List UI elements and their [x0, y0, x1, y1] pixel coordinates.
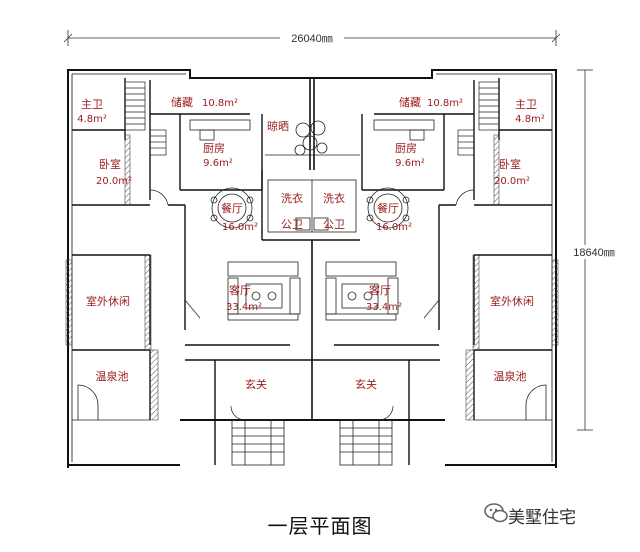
master-bath-right-area: 4.8m²: [515, 114, 545, 125]
foyer-left-label: 玄关: [245, 377, 267, 391]
kitchen-right-label: 厨房: [395, 142, 417, 155]
dining-table-right: [366, 187, 410, 229]
entrance-steps-left: [231, 419, 285, 466]
plan-caption: 一层平面图: [267, 514, 373, 538]
living-left-label: 客厅: [229, 283, 251, 297]
kitchen-right-area: 9.6m²: [395, 158, 425, 169]
dining-right-label: 餐厅: [377, 201, 399, 215]
outdoor-lounge-left-label: 室外休闲: [86, 294, 130, 308]
drying-area-plants: [265, 120, 360, 156]
bedroom-left-label: 卧室: [99, 157, 121, 171]
height-dimension: 18640㎜: [573, 247, 615, 259]
master-bath-left-area: 4.8m²: [77, 114, 107, 125]
storage-left-label: 储藏: [171, 95, 193, 109]
living-sofa-left: [227, 261, 301, 321]
hot-spring-pools: [72, 384, 552, 421]
bedroom-right-area: 20.0m²: [494, 176, 530, 187]
storage-right-label: 储藏: [399, 95, 421, 109]
entrance-steps-right: [339, 419, 393, 466]
kitchen-left-label: 厨房: [203, 142, 225, 155]
kitchen-left-area: 9.6m²: [203, 158, 233, 169]
door-swings: [149, 189, 475, 421]
interior-walls-left: [72, 78, 440, 465]
drying-label: 晾晒: [267, 119, 289, 133]
dining-table-left: [210, 187, 254, 229]
living-sofa-right: [325, 261, 399, 321]
public-toilet-right-label: 公卫: [323, 218, 345, 231]
master-bath-right-label: 主卫: [515, 98, 537, 111]
dining-left-area: 16.0m²: [222, 222, 258, 233]
width-dimension: 26040㎜: [291, 33, 333, 45]
hatched-walls: [65, 134, 559, 421]
laundry-right-label: 洗衣: [323, 191, 345, 205]
stairs-left: [124, 81, 167, 156]
bedroom-right-label: 卧室: [499, 157, 521, 171]
foyer-right-label: 玄关: [355, 377, 377, 391]
wechat-icon: [484, 503, 508, 523]
laundry-area: [267, 179, 357, 233]
living-right-label: 客厅: [369, 283, 391, 297]
living-left-area: 33.4m²: [226, 302, 262, 313]
dining-left-label: 餐厅: [221, 201, 243, 215]
dining-right-area: 16.0m²: [376, 222, 412, 233]
stairs-right: [457, 81, 500, 156]
laundry-left-label: 洗衣: [281, 191, 303, 205]
hot-spring-right-label: 温泉池: [494, 369, 527, 383]
outer-walls: [67, 69, 557, 468]
public-toilet-left-label: 公卫: [281, 218, 303, 231]
interior-walls-right: [334, 78, 552, 465]
bedroom-left-area: 20.0m²: [96, 176, 132, 187]
master-bath-left-label: 主卫: [81, 98, 103, 111]
storage-right-area: 10.8m²: [427, 98, 463, 109]
outdoor-lounge-right-label: 室外休闲: [490, 294, 534, 308]
center-wall: [309, 78, 315, 420]
living-right-area: 33.4m²: [366, 302, 402, 313]
brand-watermark: 美墅住宅: [508, 508, 576, 528]
kitchen-fixtures: [189, 119, 435, 141]
hot-spring-left-label: 温泉池: [96, 369, 129, 383]
storage-left-area: 10.8m²: [202, 98, 238, 109]
